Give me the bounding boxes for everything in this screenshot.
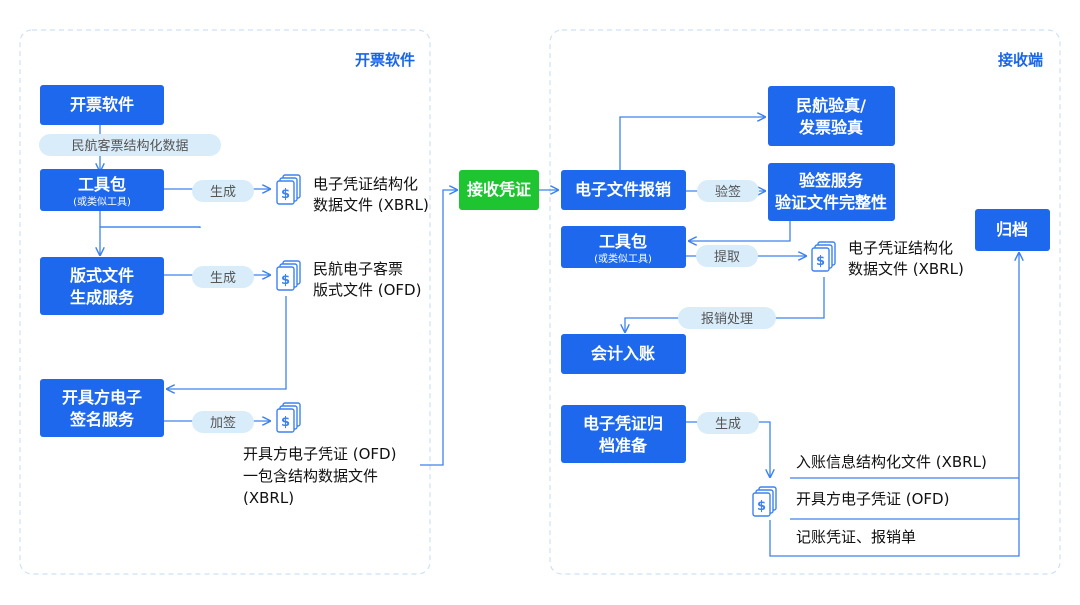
- receive-box: [459, 170, 539, 210]
- generate-pill-right: [697, 412, 759, 434]
- archive-box: [975, 209, 1050, 251]
- extract-pill: [696, 245, 758, 267]
- xbrl-doc-left-line1: 电子凭证结构化: [313, 175, 418, 193]
- signature-service-line1: 验签服务: [799, 171, 864, 190]
- archive-file-3: 记账凭证、报销单: [796, 528, 916, 546]
- document-stack-icon: [276, 174, 301, 205]
- toolkit-title-left: 工具包: [78, 175, 126, 194]
- archive-file-2: 开具方电子凭证 (OFD): [796, 490, 949, 508]
- accounting-label: 会计入账: [591, 344, 655, 363]
- layout-service-box: [40, 257, 164, 315]
- archive-prep-line1: 电子凭证归: [583, 414, 663, 433]
- signature-service-line2: 验证文件完整性: [775, 193, 887, 212]
- archive-prep-line2: 档准备: [599, 436, 648, 455]
- process-pill: [678, 307, 776, 329]
- toolkit-box-left: [40, 169, 164, 211]
- signing-line1: 开具方电子: [62, 388, 142, 407]
- generate-pill-1-label: 生成: [210, 185, 236, 200]
- airline-data-label: 民航客票结构化数据: [71, 138, 188, 154]
- generate-pill-1: [192, 180, 254, 202]
- receiving-panel-title: 接收端: [998, 51, 1043, 69]
- issuing-panel: [19, 29, 431, 575]
- archive-prep-box: [561, 405, 686, 463]
- verify-line1: 民航验真/: [796, 96, 866, 115]
- accounting-box: [561, 334, 686, 374]
- signing-service-box: [40, 379, 164, 437]
- receiving-panel: [549, 29, 1061, 575]
- check-pill-label: 验签: [715, 184, 741, 200]
- archive-label: 归档: [996, 220, 1028, 239]
- layout-service-line2: 生成服务: [70, 288, 135, 307]
- output-line2: 一包含结构数据文件: [243, 467, 378, 485]
- issuing-software-label: 开票软件: [70, 95, 134, 114]
- archive-file-1: 入账信息结构化文件 (XBRL): [796, 453, 987, 471]
- layout-service-line1: 版式文件: [69, 266, 134, 285]
- ofd-doc-line1: 民航电子客票: [313, 260, 403, 278]
- issuing-software-box: [40, 85, 164, 125]
- toolkit-title-right: 工具包: [599, 232, 647, 251]
- reimbursement-label: 电子文件报销: [575, 180, 671, 199]
- process-pill-label: 报销处理: [701, 312, 753, 327]
- toolkit-sub-left: (或类似工具): [73, 195, 131, 208]
- generate-pill-2-label: 生成: [210, 271, 236, 286]
- output-line3: (XBRL): [243, 489, 294, 507]
- airline-data-pill: [39, 134, 221, 156]
- verify-line2: 发票验真: [798, 118, 863, 137]
- ofd-doc-line2: 版式文件 (OFD): [313, 281, 421, 299]
- issuing-panel-title: 开票软件: [355, 51, 415, 69]
- output-line1: 开具方电子凭证 (OFD): [243, 445, 396, 463]
- extract-pill-label: 提取: [714, 249, 740, 265]
- receive-label: 接收凭证: [467, 180, 531, 199]
- toolkit-sub-right: (或类似工具): [594, 252, 652, 265]
- toolkit-box-right: [561, 226, 686, 268]
- document-stack-icon: [752, 486, 777, 517]
- generate-pill-2: [192, 266, 254, 288]
- document-stack-icon: [276, 260, 301, 291]
- check-pill: [697, 180, 759, 202]
- signature-service-box: [768, 163, 895, 221]
- sign-pill-label: 加签: [210, 415, 236, 431]
- xbrl-doc-right-line2: 数据文件 (XBRL): [848, 260, 964, 278]
- xbrl-doc-right-line1: 电子凭证结构化: [848, 239, 953, 257]
- document-stack-icon: [811, 241, 836, 272]
- generate-pill-right-label: 生成: [715, 417, 741, 432]
- verify-box: [768, 86, 895, 146]
- document-stack-icon: [276, 402, 301, 433]
- xbrl-doc-left-line2: 数据文件 (XBRL): [313, 196, 429, 214]
- signing-line2: 签名服务: [69, 410, 135, 429]
- sign-pill: [192, 411, 254, 433]
- reimbursement-box: [561, 170, 686, 210]
